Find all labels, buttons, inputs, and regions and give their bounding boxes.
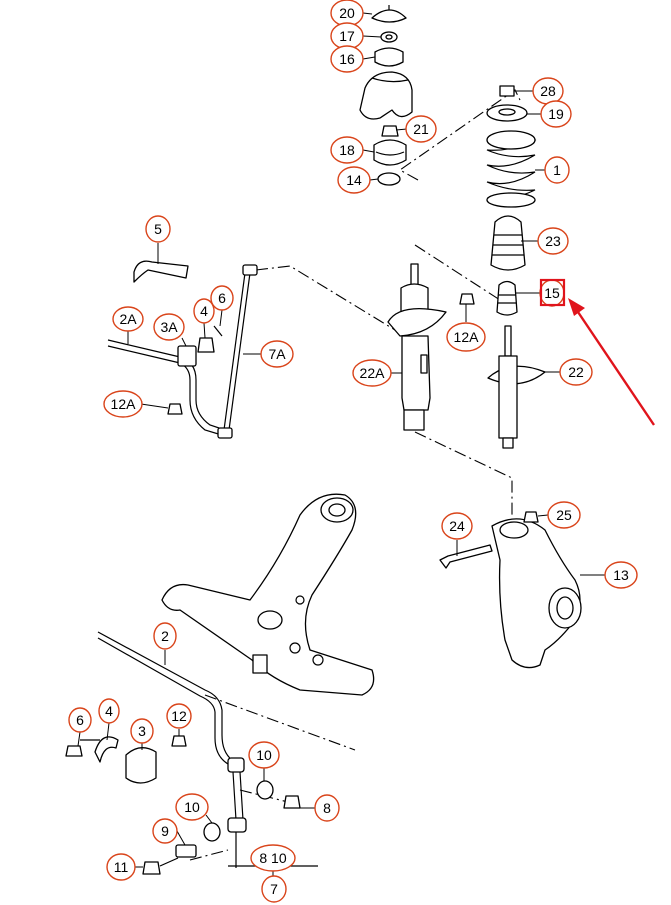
callout-22: 22 <box>559 358 593 386</box>
callout-22a: 22A <box>352 359 392 387</box>
highlight-box <box>539 278 566 307</box>
callout-6-lower: 6 <box>68 707 92 733</box>
callout-12a-upper: 12A <box>446 322 486 352</box>
callout-22a-label: 22A <box>360 365 386 381</box>
callout-11-label: 11 <box>114 859 129 875</box>
callout-5: 5 <box>145 215 171 243</box>
callout-3-label: 3 <box>138 723 146 739</box>
strut-assembly <box>387 263 475 431</box>
callout-6-upper-label: 6 <box>218 290 226 306</box>
callouts: 20 17 16 21 18 14 28 19 1 23 15 22 12A 2… <box>68 0 638 903</box>
callout-14: 14 <box>337 166 371 194</box>
callout-1-label: 1 <box>553 162 561 178</box>
callout-20: 20 <box>330 0 364 27</box>
callout-28-label: 28 <box>540 83 556 99</box>
callout-10-a: 10 <box>248 741 280 769</box>
pointer-arrow <box>568 298 655 426</box>
callout-21: 21 <box>405 115 437 143</box>
callout-10-a-label: 10 <box>256 747 272 763</box>
callout-13: 13 <box>604 561 638 589</box>
callout-25-label: 25 <box>556 507 572 523</box>
callout-8-label: 8 <box>323 800 331 816</box>
callout-17: 17 <box>330 22 364 50</box>
callout-4-lower: 4 <box>98 698 120 724</box>
callout-7: 7 <box>261 875 287 903</box>
callout-24: 24 <box>441 512 473 540</box>
callout-12: 12 <box>166 703 192 729</box>
callout-7a-label: 7A <box>268 346 286 362</box>
callout-23-label: 23 <box>545 233 561 249</box>
callout-14-label: 14 <box>346 172 362 188</box>
callout-4-lower-label: 4 <box>105 703 113 719</box>
callout-12-label: 12 <box>171 708 187 724</box>
callout-20-label: 20 <box>339 5 355 21</box>
callout-3a: 3A <box>153 313 185 341</box>
callout-4-upper-label: 4 <box>200 303 208 319</box>
callout-12a-lower: 12A <box>103 390 143 418</box>
callout-3a-label: 3A <box>160 319 178 335</box>
callout-18: 18 <box>330 136 364 164</box>
upper-stabilizer-linkage <box>107 260 258 439</box>
callout-8-10: 8 10 <box>250 844 296 872</box>
callout-17-label: 17 <box>339 28 355 44</box>
callout-15: 15 <box>539 278 566 307</box>
callout-25: 25 <box>547 501 581 529</box>
callout-3: 3 <box>130 718 154 744</box>
callout-8-10-label: 8 10 <box>259 850 286 866</box>
callout-16: 16 <box>330 45 364 73</box>
callout-13-label: 13 <box>613 567 629 583</box>
callout-21-label: 21 <box>413 121 429 137</box>
callout-19-label: 19 <box>548 106 564 122</box>
callout-10-b-label: 10 <box>184 799 200 815</box>
callout-24-label: 24 <box>449 518 465 534</box>
callout-leaders <box>77 12 605 879</box>
callout-22-label: 22 <box>568 364 584 380</box>
callout-6-upper: 6 <box>210 285 234 311</box>
callout-12a-upper-label: 12A <box>454 329 480 345</box>
callout-19: 19 <box>540 100 572 128</box>
callout-1: 1 <box>544 156 570 184</box>
callout-23: 23 <box>537 227 569 255</box>
callout-2-label: 2 <box>161 628 169 644</box>
spring-and-shock-stack <box>486 85 546 449</box>
callout-2: 2 <box>153 622 177 650</box>
lower-control-arm <box>161 493 375 696</box>
callout-2a-label: 2A <box>119 311 137 327</box>
callout-6-lower-label: 6 <box>76 712 84 728</box>
callout-11: 11 <box>106 853 136 881</box>
wheel-bearing-housing <box>439 511 582 669</box>
callout-15-label: 15 <box>544 285 560 301</box>
callout-18-label: 18 <box>339 142 355 158</box>
strut-top-mount-stack <box>359 5 413 186</box>
callout-12a-lower-label: 12A <box>111 396 137 412</box>
callout-8: 8 <box>314 794 340 822</box>
callout-2a: 2A <box>112 306 144 332</box>
callout-10-b: 10 <box>175 793 209 821</box>
callout-9-label: 9 <box>161 823 169 839</box>
callout-4-upper: 4 <box>193 298 215 324</box>
callout-28: 28 <box>532 77 564 105</box>
callout-5-label: 5 <box>154 221 162 237</box>
callout-16-label: 16 <box>339 51 355 67</box>
callout-9: 9 <box>152 818 178 844</box>
lower-stabilizer <box>65 631 318 875</box>
assembly-guide-lines <box>189 89 521 861</box>
callout-7a: 7A <box>260 340 294 368</box>
callout-7-label: 7 <box>270 881 278 897</box>
